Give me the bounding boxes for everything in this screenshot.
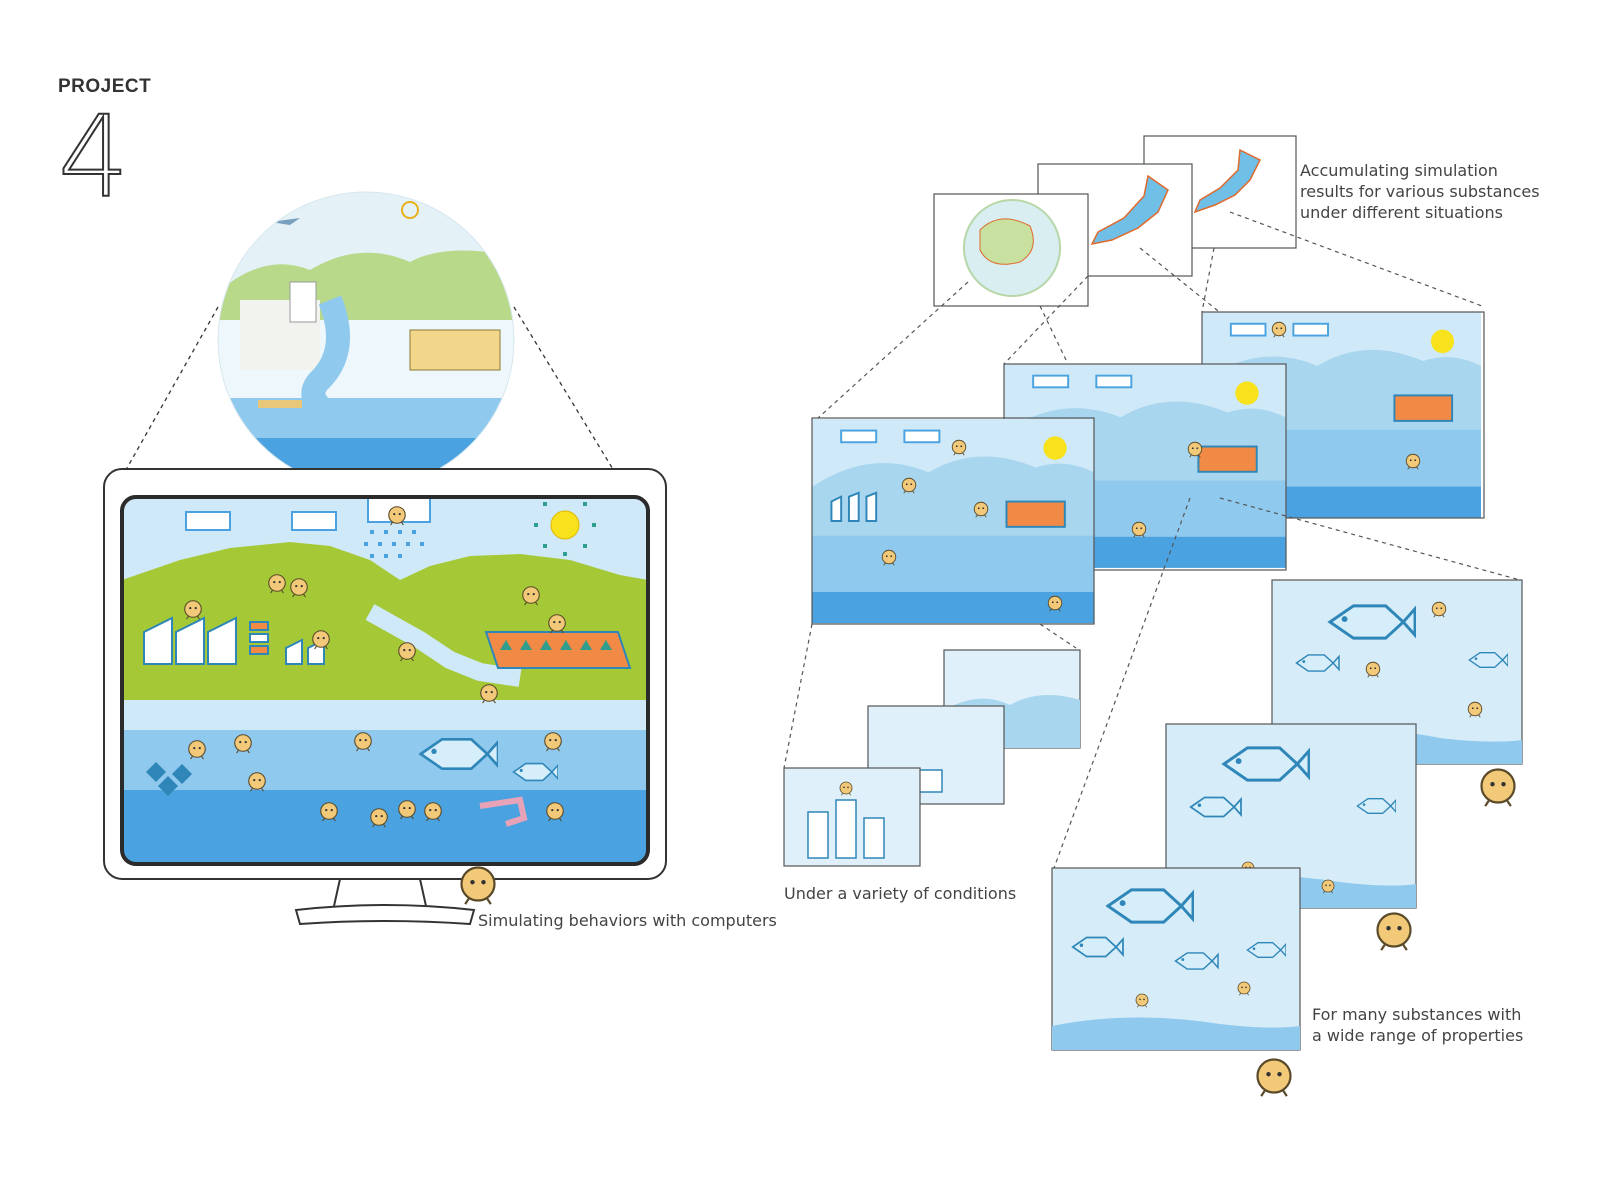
- factory-icon: [143, 616, 325, 665]
- projection-line: [513, 306, 623, 485]
- connector-lines: [783, 497, 1521, 869]
- simulation-screen: [122, 497, 648, 864]
- caption-accumulating: Accumulating simulation results for vari…: [1300, 161, 1540, 222]
- farm-field-icon: [484, 631, 632, 669]
- simulation-panel-stack: [811, 311, 1485, 625]
- projection-line: [117, 306, 219, 485]
- caption-substances: For many substances with a wide range of…: [1312, 1005, 1524, 1045]
- shrimp-icon: [479, 796, 528, 827]
- computer-monitor: [103, 468, 667, 926]
- caption-conditions: Under a variety of conditions: [784, 884, 1017, 903]
- mascot-character: [460, 866, 496, 906]
- mascot-character: [1256, 1058, 1292, 1098]
- caption-computer: Simulating behaviors with computers: [478, 911, 777, 930]
- environment-globe: [217, 191, 515, 489]
- substances-panel-stack: [1051, 579, 1523, 1051]
- rain-dots: [364, 530, 424, 558]
- seaweed-icon: [146, 762, 192, 796]
- mascot-character: [1376, 912, 1412, 952]
- mascot-character: [1480, 768, 1516, 808]
- project-number: 4: [57, 93, 130, 223]
- conditions-panel-stack: [783, 649, 1081, 867]
- monitor-stand: [294, 904, 476, 926]
- map-panel-stack: [933, 135, 1297, 307]
- sun-icon: [534, 497, 596, 556]
- project-label: PROJECT: [58, 76, 152, 97]
